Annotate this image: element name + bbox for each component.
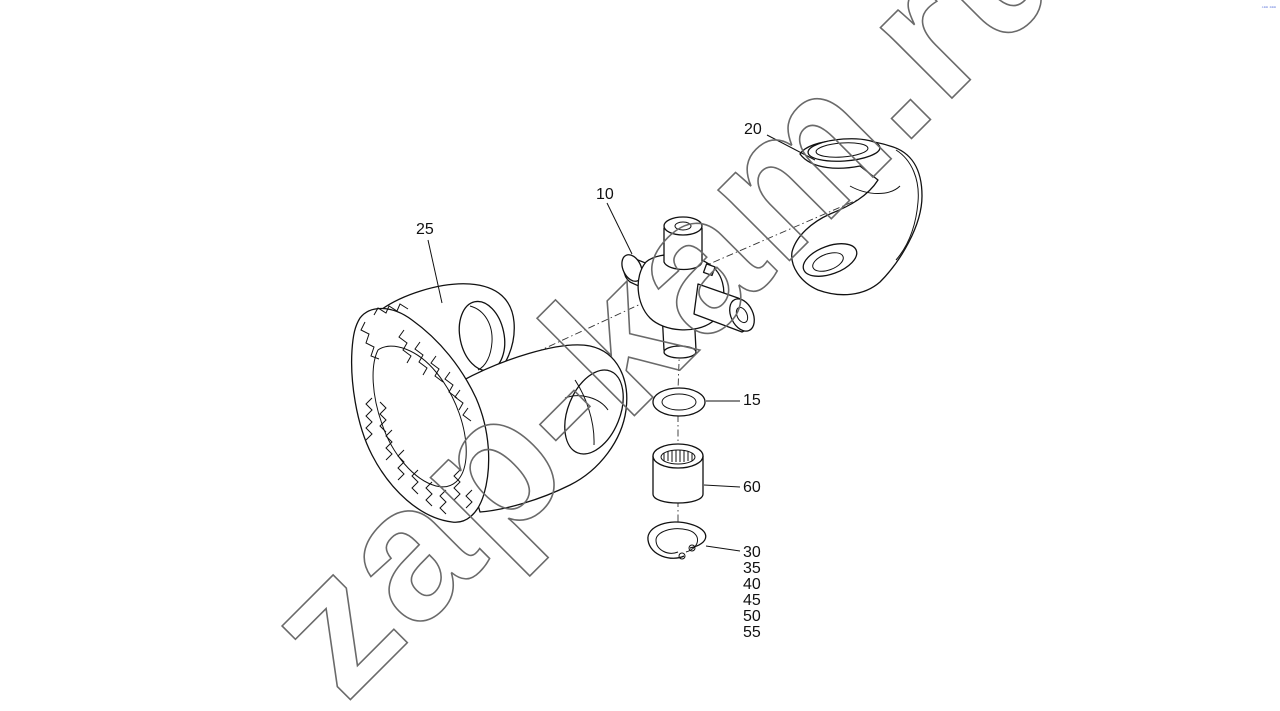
yoke-part-20	[791, 138, 923, 296]
needle-bearing-part-60	[652, 443, 704, 504]
spline-teeth	[360, 303, 473, 515]
leader-lines	[427, 134, 816, 552]
callout-55: 55	[743, 624, 761, 641]
callout-10: 10	[596, 186, 614, 203]
seal-ring-part-15	[652, 387, 706, 417]
corner-mark: ◦▫▫ ▫▫▫	[1261, 5, 1276, 11]
callout-60: 60	[743, 479, 761, 496]
snap-ring-part-30	[647, 521, 707, 560]
callout-35: 35	[743, 560, 761, 577]
callout-15: 15	[743, 392, 761, 409]
callout-40: 40	[743, 576, 761, 593]
callout-labels: 10 15 20 25 60 30 35 40 45 50 55	[416, 121, 762, 641]
cross-spider-part-10	[621, 216, 755, 359]
callout-45: 45	[743, 592, 761, 609]
callout-20: 20	[744, 121, 762, 138]
callout-30: 30	[743, 544, 761, 561]
yoke-part-25	[351, 283, 628, 523]
callout-50: 50	[743, 608, 761, 625]
callout-25: 25	[416, 221, 434, 238]
